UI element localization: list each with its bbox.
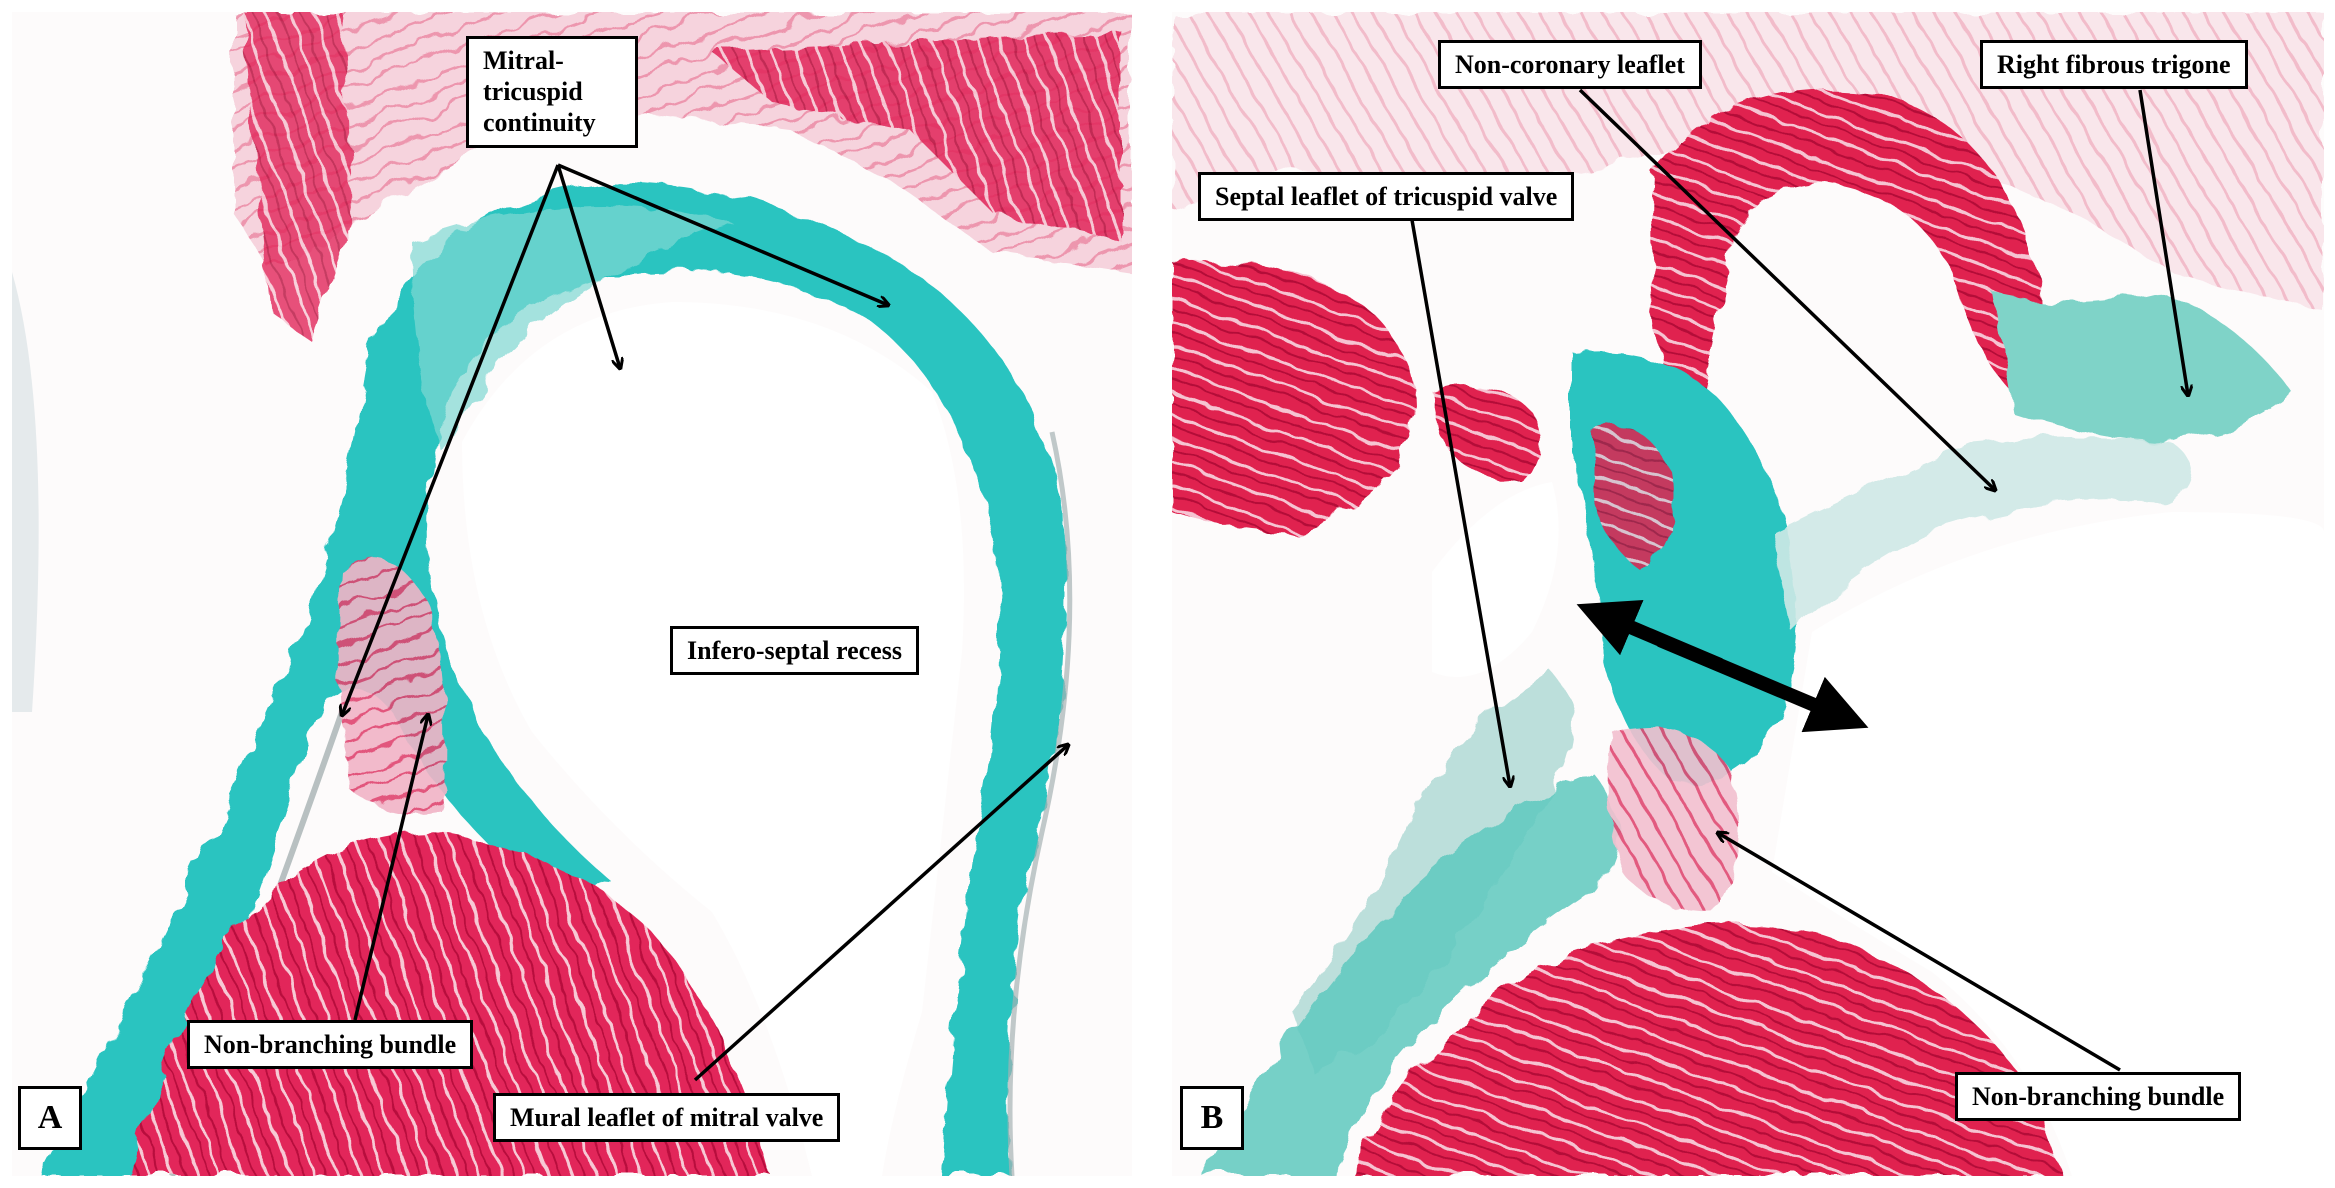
label-non-branching-bundle-b: Non-branching bundle — [1955, 1072, 2242, 1122]
muscle-small — [1432, 385, 1540, 482]
label-infero-septal-recess: Infero-septal recess — [670, 626, 919, 676]
label-non-coronary-leaflet: Non-coronary leaflet — [1438, 40, 1702, 90]
empty-space-center — [1432, 482, 1559, 677]
muscle-strip-left — [242, 12, 352, 342]
septal-band — [1202, 772, 1617, 1176]
myocardium-lower — [132, 832, 772, 1176]
label-right-fibrous-trigone: Right fibrous trigone — [1980, 40, 2248, 90]
histology-panel-a — [12, 12, 1132, 1176]
label-non-branching-bundle-a: Non-branching bundle — [187, 1020, 474, 1070]
panel-letter-a: A — [18, 1086, 82, 1150]
label-mural-leaflet: Mural leaflet of mitral valve — [493, 1093, 841, 1143]
membrane-left — [12, 272, 39, 712]
label-mitral-tricuspid: Mitral-tricuspid continuity — [466, 36, 638, 148]
right-trigone-tissue — [1992, 292, 2292, 442]
label-septal-leaflet: Septal leaflet of tricuspid valve — [1198, 172, 1575, 222]
panel-letter-b: B — [1180, 1086, 1244, 1150]
muscle-top-right — [712, 32, 1122, 242]
muscle-left — [1172, 260, 1417, 532]
bundle-tissue — [1608, 727, 1739, 912]
panel-a-tissue — [12, 12, 1132, 1176]
central-fibrous-body — [1572, 350, 1799, 784]
